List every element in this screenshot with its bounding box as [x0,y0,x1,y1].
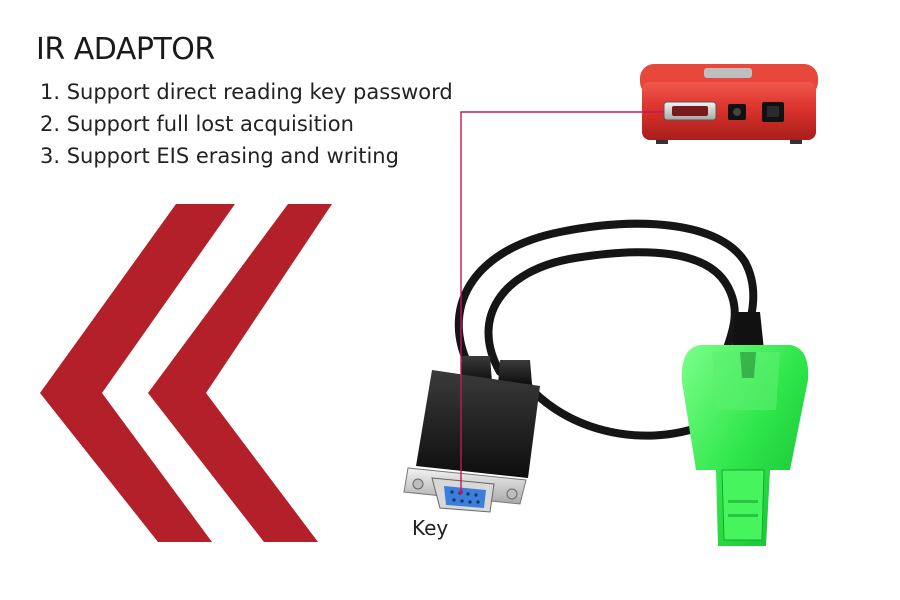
green-key-adapter-image [681,312,809,546]
feature-item: 1. Support direct reading key password [40,80,453,104]
chevron-outer [40,204,235,542]
chevron-left-double-icon [40,204,332,542]
feature-list: 1. Support direct reading key password 2… [40,76,453,172]
key-label: Key [412,516,449,540]
ir-device-image [640,64,818,144]
pointer-end-dot [459,490,463,494]
feature-item: 2. Support full lost acquisition [40,112,354,136]
pointer-line [460,111,664,492]
feature-item: 3. Support EIS erasing and writing [40,144,399,168]
page-title: IR ADAPTOR [36,32,215,67]
chevron-inner [148,204,332,542]
db15-cable-image [403,356,540,513]
